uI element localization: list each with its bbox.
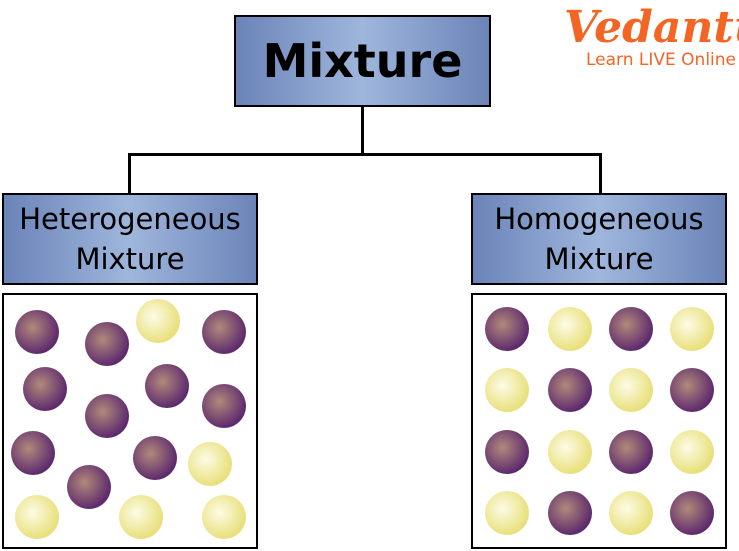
homogeneous-particle-yellow [548,307,592,351]
heterogeneous-particle-yellow [188,442,232,486]
connector-right-drop [599,153,602,193]
heterogeneous-label-line1: Heterogeneous [19,202,241,236]
homogeneous-box: Homogeneous Mixture [471,193,727,285]
homogeneous-particle-yellow [670,430,714,474]
homogeneous-particle-yellow [670,307,714,351]
heterogeneous-particle-purple [85,322,129,366]
heterogeneous-particle-yellow [202,495,246,539]
homogeneous-particle-purple [485,430,529,474]
homogeneous-particle-purple [670,368,714,412]
homogeneous-particle-purple [548,368,592,412]
heterogeneous-box: Heterogeneous Mixture [2,193,258,285]
homogeneous-particle-purple [609,430,653,474]
heterogeneous-particle-purple [67,465,111,509]
homogeneous-label-line2: Mixture [544,242,654,276]
connector-vertical-top [361,107,364,155]
heterogeneous-particle-purple [23,367,67,411]
homogeneous-label: Homogeneous Mixture [494,199,703,279]
homogeneous-particle-yellow [548,430,592,474]
heterogeneous-particle-purple [11,431,55,475]
logo-tagline: Learn LIVE Online [586,50,737,70]
heterogeneous-label: Heterogeneous Mixture [19,199,241,279]
homogeneous-particle-yellow [485,368,529,412]
vedantu-logo: Vedantu Learn LIVE Online [560,0,739,80]
heterogeneous-label-line2: Mixture [75,242,185,276]
homogeneous-label-line1: Homogeneous [494,202,704,236]
homogeneous-particle-yellow [609,491,653,535]
heterogeneous-particle-yellow [119,495,163,539]
heterogeneous-particle-purple [133,436,177,480]
homogeneous-particle-purple [609,307,653,351]
connector-horizontal [128,153,602,156]
connector-left-drop [128,153,131,193]
homogeneous-particle-purple [485,307,529,351]
homogeneous-particle-purple [670,491,714,535]
heterogeneous-particle-purple [85,394,129,438]
heterogeneous-particle-yellow [15,495,59,539]
heterogeneous-particle-purple [15,310,59,354]
diagram-title: Mixture [262,34,463,88]
homogeneous-particle-purple [548,491,592,535]
heterogeneous-particle-purple [202,384,246,428]
homogeneous-particle-yellow [485,491,529,535]
homogeneous-particle-yellow [609,368,653,412]
title-box: Mixture [234,15,491,107]
heterogeneous-particle-purple [145,364,189,408]
logo-wordmark: Vedantu [564,2,739,53]
heterogeneous-particle-purple [202,310,246,354]
heterogeneous-particle-yellow [136,299,180,343]
